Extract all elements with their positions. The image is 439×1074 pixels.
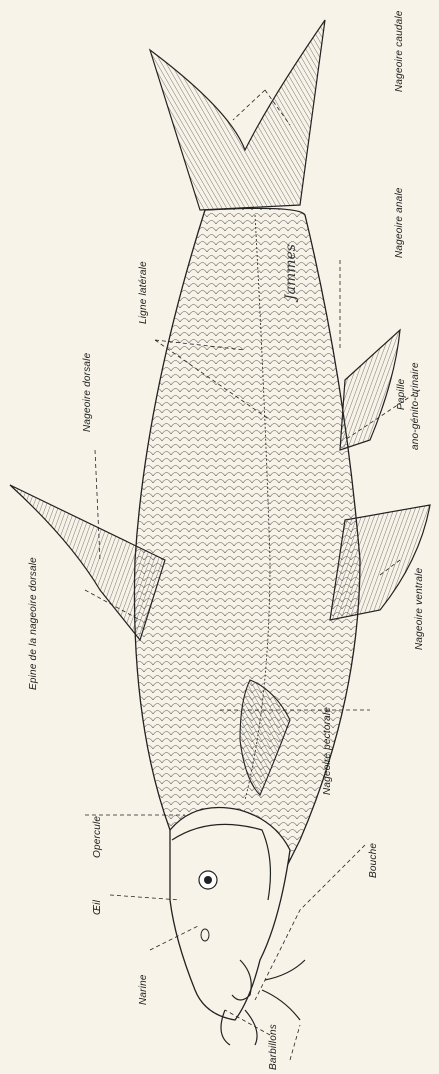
anal-fin bbox=[340, 330, 400, 450]
label-dorsal-spine: Epine de la nageoire dorsale bbox=[28, 557, 39, 690]
label-eye: Œil bbox=[92, 900, 103, 915]
label-operculum: Opercule bbox=[92, 816, 103, 858]
label-anal-fin: Nageoire anale bbox=[394, 187, 405, 258]
label-ventral-fin: Nageoire ventrale bbox=[414, 568, 425, 650]
label-papilla-1: Papille bbox=[396, 379, 407, 410]
label-dorsal-fin: Nageoire dorsale bbox=[82, 353, 93, 432]
label-papilla-2: ano-génito-urinaire bbox=[410, 362, 421, 450]
label-nostril: Narine bbox=[138, 974, 149, 1005]
label-pectoral-fin: Nageoire pectorale bbox=[322, 707, 333, 795]
caudal-fin bbox=[150, 20, 325, 210]
label-mouth: Bouche bbox=[368, 843, 379, 878]
fish-head bbox=[170, 808, 290, 1021]
artist-signature: Jammes bbox=[283, 244, 299, 300]
label-lateral-line: Ligne latérale bbox=[138, 261, 149, 324]
label-caudal-fin: Nageoire caudale bbox=[394, 10, 405, 92]
label-barbels: Barbillons bbox=[268, 1024, 279, 1070]
